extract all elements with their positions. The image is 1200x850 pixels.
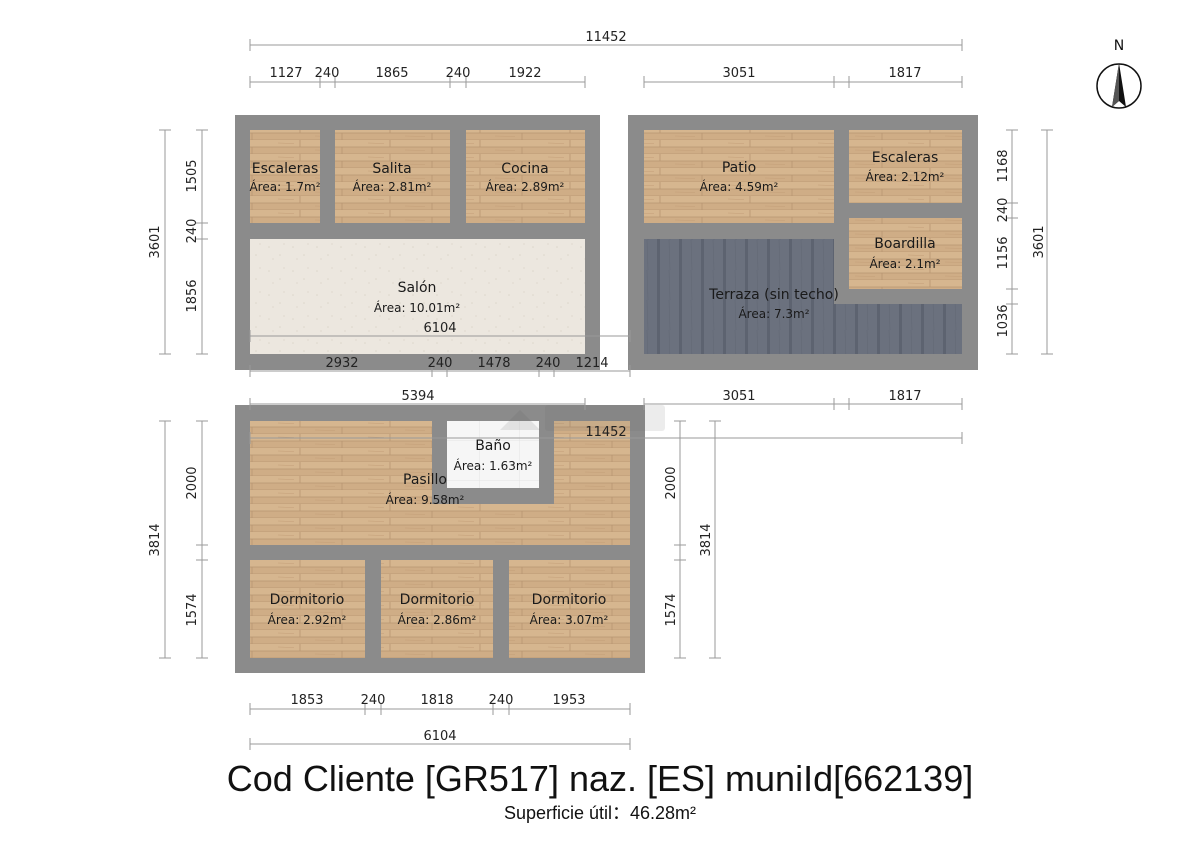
room-pasillo: Pasillo Área: 9.58m² (250, 421, 630, 545)
compass-icon: N (1096, 38, 1142, 109)
room-salita: Salita Área: 2.81m² (335, 130, 450, 223)
room-area: Área: 4.59m² (700, 179, 779, 194)
room-name: Terraza (sin techo) (708, 287, 839, 303)
room-name: Escaleras (872, 150, 939, 166)
dim-left-seg: 1856 (185, 279, 200, 312)
dim-middle-seg: 2932 (325, 356, 358, 371)
room-dormitorio-3: Dormitorio Área: 3.07m² (509, 560, 630, 658)
dim-middle-width: 6104 (423, 321, 456, 336)
room-name: Salón (398, 280, 437, 296)
dim-left-lower-seg: 2000 (185, 466, 200, 499)
dim-left-seg: 1505 (185, 159, 200, 192)
dim-right-seg: 1156 (996, 236, 1011, 269)
dim-top-seg: 1817 (888, 66, 921, 81)
dim-bottom-seg: 1853 (290, 693, 323, 708)
dim-middle-lower-right: 1817 (888, 389, 921, 404)
room-name: Boardilla (874, 236, 935, 252)
room-cocina: Cocina Área: 2.89m² (466, 130, 585, 223)
dimension-lines (159, 39, 1053, 750)
dim-left-total: 3601 (148, 225, 163, 258)
dim-middle-seg: 1478 (477, 356, 510, 371)
dim-right-lower-total: 3814 (699, 523, 714, 556)
room-area: Área: 3.07m² (530, 612, 609, 627)
dim-bottom-seg: 240 (361, 693, 386, 708)
room-bano: Baño Área: 1.63m² (447, 421, 539, 488)
dim-bottom-seg: 1953 (552, 693, 585, 708)
dim-right-seg: 1168 (996, 149, 1011, 182)
room-area: Área: 1.63m² (454, 458, 533, 473)
dimension-labels: 11452 1127 240 1865 240 1922 3051 1817 3… (148, 30, 1047, 744)
dim-middle-seg: 240 (428, 356, 453, 371)
dim-top-seg: 240 (446, 66, 471, 81)
room-name: Dormitorio (400, 592, 475, 608)
room-area: Área: 1.7m² (249, 179, 320, 194)
dim-bottom-seg: 1818 (420, 693, 453, 708)
room-escaleras-1: Escaleras Área: 1.7m² (249, 130, 321, 223)
dim-top-seg: 3051 (722, 66, 755, 81)
dim-middle-repeat-total: 11452 (585, 425, 626, 440)
room-dormitorio-1: Dormitorio Área: 2.92m² (250, 560, 365, 658)
room-salon: Salón Área: 10.01m² (250, 239, 585, 354)
room-dormitorio-2: Dormitorio Área: 2.86m² (381, 560, 493, 658)
dim-bottom-total: 6104 (423, 729, 456, 744)
room-name: Pasillo (403, 472, 447, 488)
room-area: Área: 2.92m² (268, 612, 347, 627)
room-escaleras-2: Escaleras Área: 2.12m² (849, 130, 962, 203)
dim-top-seg: 1865 (375, 66, 408, 81)
room-area: Área: 9.58m² (386, 492, 465, 507)
room-name: Salita (372, 161, 411, 177)
room-area: Área: 2.81m² (353, 179, 432, 194)
dim-middle-seg: 240 (536, 356, 561, 371)
watermark-logo (500, 405, 665, 431)
compass-north-label: N (1114, 38, 1124, 54)
dim-right-lower-seg: 2000 (664, 466, 679, 499)
dim-top-total: 11452 (585, 30, 626, 45)
dim-bottom-seg: 240 (489, 693, 514, 708)
dim-top-seg: 240 (315, 66, 340, 81)
dim-left-lower-seg: 1574 (185, 593, 200, 626)
room-name: Baño (475, 438, 511, 454)
dim-top-seg: 1127 (269, 66, 302, 81)
dim-left-seg: 240 (185, 219, 200, 244)
room-boardilla: Boardilla Área: 2.1m² (849, 218, 962, 289)
dim-top-seg: 1922 (508, 66, 541, 81)
dim-middle-lower-right: 3051 (722, 389, 755, 404)
room-name: Dormitorio (270, 592, 345, 608)
room-terraza: Terraza (sin techo) Área: 7.3m² (644, 239, 962, 354)
dim-middle-seg: 1214 (575, 356, 608, 371)
room-area: Área: 2.86m² (398, 612, 477, 627)
dim-right-total: 3601 (1032, 225, 1047, 258)
dim-right-seg: 240 (996, 198, 1011, 223)
dim-left-lower-total: 3814 (148, 523, 163, 556)
room-area: Área: 2.1m² (869, 256, 940, 271)
room-name: Cocina (501, 161, 548, 177)
room-name: Dormitorio (532, 592, 607, 608)
room-area: Área: 10.01m² (374, 300, 461, 315)
room-name: Patio (722, 160, 756, 176)
dim-right-seg: 1036 (996, 304, 1011, 337)
dim-middle-lower-left: 5394 (401, 389, 434, 404)
room-area: Área: 2.12m² (866, 169, 945, 184)
room-area: Área: 2.89m² (486, 179, 565, 194)
dim-right-lower-seg: 1574 (664, 593, 679, 626)
room-name: Escaleras (252, 161, 319, 177)
room-area: Área: 7.3m² (738, 306, 809, 321)
page-subtitle: Superficie útil：46.28m² (503, 803, 697, 823)
room-patio: Patio Área: 4.59m² (644, 130, 834, 223)
page-title: Cod Cliente [GR517] naz. [ES] muniId[662… (226, 758, 974, 799)
